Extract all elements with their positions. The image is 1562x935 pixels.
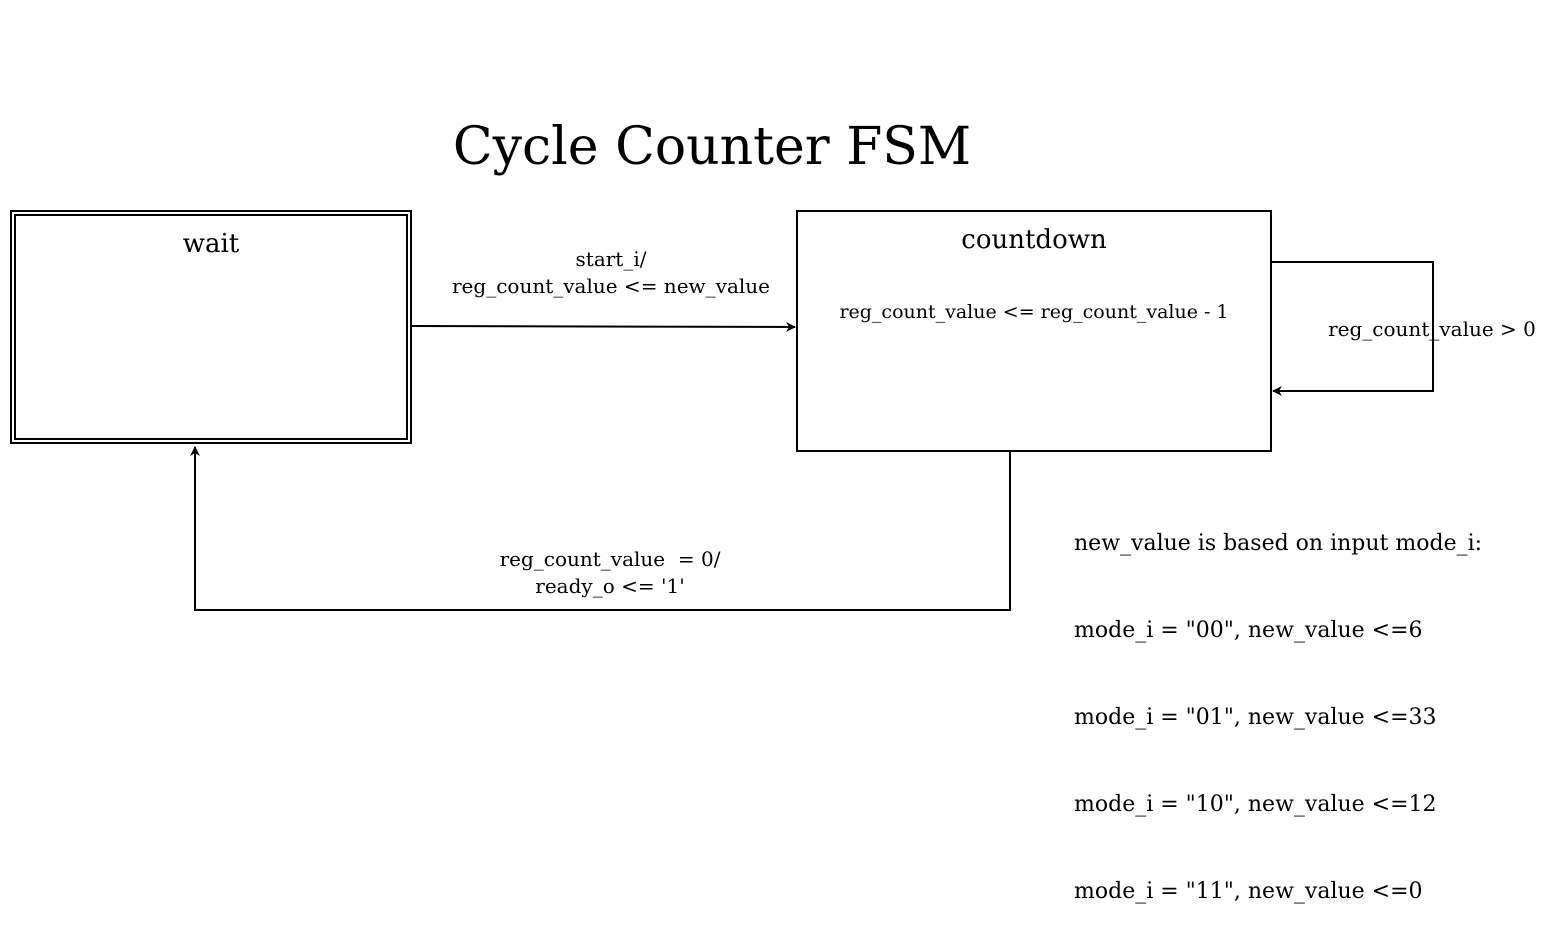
transition-arrow-countdown-to-wait[interactable] [190, 446, 1011, 611]
mode-note-line: mode_i = "00", new_value <=6 [1074, 618, 1423, 643]
mode-note-line: new_value is based on input mode_i: [1074, 531, 1483, 556]
transition-label-countdown-self-loop: reg_count_value > 0 [1316, 316, 1548, 343]
transition-action-wait-to-countdown: reg_count_value <= new_value [452, 274, 770, 298]
transition-arrow-wait-to-countdown[interactable] [410, 321, 796, 332]
mode-note-line: mode_i = "01", new_value <=33 [1074, 705, 1437, 730]
state-wait-inner-border [14, 214, 408, 440]
state-wait[interactable] [10, 210, 412, 444]
mode-note-line: mode_i = "11", new_value <=0 [1074, 879, 1423, 904]
transition-condition-countdown-self-loop: reg_count_value > 0 [1328, 317, 1536, 341]
transition-arrow-countdown-self-loop[interactable] [1271, 261, 1434, 396]
transition-label-countdown-to-wait: reg_count_value = 0/ ready_o <= '1' [460, 546, 760, 600]
transition-action-countdown-to-wait: ready_o <= '1' [535, 574, 685, 598]
transition-label-wait-to-countdown: start_i/ reg_count_value <= new_value [431, 246, 791, 300]
state-countdown-label: countdown [961, 225, 1107, 255]
diagram-title: Cycle Counter FSM [452, 117, 972, 177]
mode-note: new_value is based on input mode_i: mode… [1074, 471, 1482, 935]
fsm-diagram [10, 210, 1434, 611]
state-wait-label: wait [182, 229, 240, 259]
mode-note-line: mode_i = "10", new_value <=12 [1074, 792, 1437, 817]
state-countdown-border [796, 210, 1272, 452]
transition-condition-countdown-to-wait: reg_count_value = 0/ [499, 547, 721, 571]
transition-condition-wait-to-countdown: start_i/ [575, 247, 647, 271]
state-countdown[interactable] [796, 210, 1272, 452]
state-countdown-action: reg_count_value <= reg_count_value - 1 [839, 301, 1229, 323]
state-wait-outer-border [10, 210, 412, 444]
